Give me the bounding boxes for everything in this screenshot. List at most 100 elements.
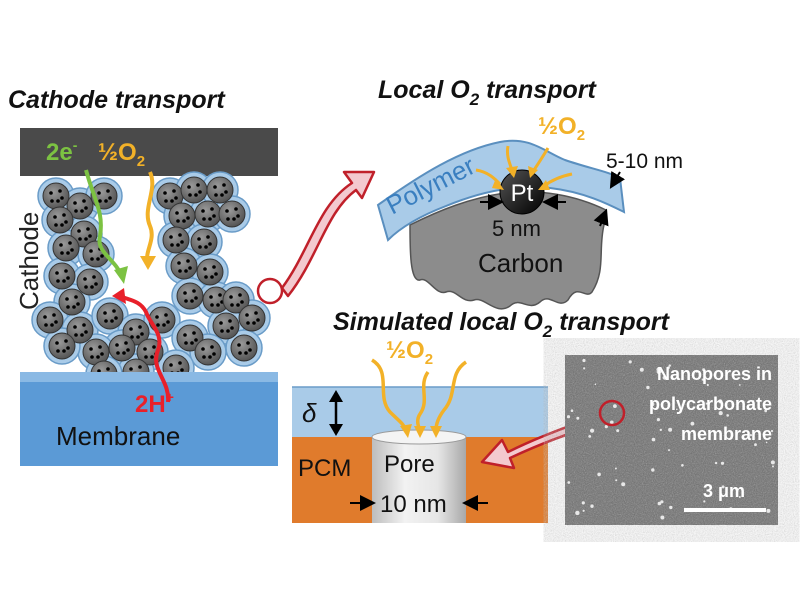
sem-pore-speck	[656, 418, 661, 422]
sem-pore-speck	[639, 367, 644, 372]
carbon-particle	[66, 316, 94, 344]
pt-nanoparticle	[184, 269, 188, 273]
carbon-particle	[162, 226, 190, 254]
sem-pore-speck	[610, 420, 614, 425]
pt-nanoparticle	[212, 265, 216, 269]
pt-nanoparticle	[218, 293, 222, 297]
carbon-particle	[170, 252, 198, 280]
pt-nanoparticle	[202, 217, 206, 221]
pt-nanoparticle	[104, 199, 108, 203]
sem-pore-speck	[651, 468, 655, 472]
sem-pore-speck	[604, 425, 608, 429]
pt-nanoparticle	[238, 351, 242, 355]
sem-pore-speck	[628, 360, 632, 364]
pt-nanoparticle	[59, 243, 63, 247]
pcm-block-left	[292, 437, 372, 523]
pt-nanoparticle	[219, 321, 223, 325]
pt-nanoparticle	[206, 235, 210, 239]
pt-nanoparticle	[162, 323, 166, 327]
carbon-particle	[180, 176, 208, 204]
pt-nanoparticle	[98, 345, 102, 349]
sem-pore-speck	[752, 400, 755, 402]
pt-nanoparticle	[188, 266, 192, 270]
carbon-particle	[176, 324, 204, 352]
sem-texture	[565, 355, 778, 525]
pt-nanoparticle	[213, 185, 217, 189]
pt-nanoparticle	[73, 325, 77, 329]
pt-nanoparticle	[198, 245, 202, 249]
pt-nanoparticle	[110, 319, 114, 323]
pt-nanoparticle	[76, 302, 80, 306]
pt-nanoparticle	[66, 276, 70, 280]
pt-nanoparticle	[209, 295, 213, 299]
pt-nanoparticle	[169, 363, 173, 367]
pt-nanoparticle	[188, 193, 192, 197]
sim-oxygen-arrowheads	[400, 424, 442, 438]
sem-pore-speck	[567, 481, 571, 484]
pt-nanoparticle	[163, 191, 167, 195]
sem-pore-speck	[613, 404, 617, 408]
carbon-particle	[194, 200, 222, 228]
sem-pore-speck	[668, 427, 673, 432]
carbon-particle	[218, 200, 246, 228]
carbon-particle	[48, 262, 76, 290]
carbon-particle	[108, 334, 136, 362]
carbon-particle	[212, 312, 240, 340]
pt-nanoparticle	[56, 279, 60, 283]
pt-nanoparticle	[72, 305, 76, 309]
cathode-side-label: Cathode	[14, 212, 44, 310]
pt-nanoparticle	[89, 347, 93, 351]
sem-pore-speck	[597, 472, 601, 477]
pt-nanoparticle	[92, 275, 96, 279]
delta-arrow-up	[329, 390, 343, 402]
polymer-film	[376, 139, 626, 242]
sem-pore-speck	[695, 369, 699, 373]
pt-nanoparticle	[82, 323, 86, 327]
pt-nanoparticle	[198, 190, 202, 194]
pt-nanoparticle	[64, 220, 68, 224]
carbon-particle	[222, 286, 250, 314]
sem-nanopores	[566, 358, 775, 520]
pt-nanoparticle	[62, 213, 66, 217]
sem-pore-speck	[594, 383, 597, 386]
pt-nanoparticle	[106, 189, 110, 193]
pt-nanoparticle	[60, 251, 64, 255]
callout-arrow-to-local	[280, 170, 376, 298]
pt-nanoparticle	[100, 352, 104, 356]
sem-pore-speck	[582, 358, 586, 363]
pt-nanoparticle	[66, 251, 70, 255]
sem-pore-speck	[706, 383, 709, 387]
pt-nanoparticle	[83, 277, 87, 281]
sem-pore-speck	[614, 467, 617, 470]
pt-nanoparticle	[208, 217, 212, 221]
local-oxygen-arrowheads	[492, 166, 550, 190]
pt-nanoparticle	[140, 332, 144, 336]
proton-path	[119, 294, 171, 403]
pt-nanoparticle	[80, 209, 84, 213]
pt-nanoparticle	[138, 325, 142, 329]
pt-nanoparticle	[60, 196, 64, 200]
pt-nanoparticle	[84, 330, 88, 334]
sem-pore-speck	[588, 435, 592, 438]
pt-nanoparticle	[138, 365, 142, 369]
pt-nanoparticle	[208, 242, 212, 246]
sem-scale-bar	[684, 508, 766, 512]
pt-nanoparticle	[246, 321, 250, 325]
pt-nanoparticle	[129, 327, 133, 331]
sim-oxygen-label: ½O2	[386, 337, 433, 368]
sem-pore-speck	[681, 464, 684, 467]
sem-pore-speck	[582, 509, 585, 512]
pt-nanoparticle	[74, 295, 78, 299]
pt-nanoparticle	[230, 303, 234, 307]
pt-nanoparticle	[194, 296, 198, 300]
pt-nanoparticle	[54, 320, 58, 324]
sem-pore-speck	[621, 482, 626, 487]
pt-nanoparticle	[66, 305, 70, 309]
pt-nanoparticle	[176, 219, 180, 223]
pt-nanoparticle	[166, 320, 170, 324]
sem-pore-speck	[702, 368, 706, 372]
sem-pore-speck	[576, 416, 580, 420]
pt-nanoparticle	[169, 235, 173, 239]
pt-nanoparticle	[84, 237, 88, 241]
